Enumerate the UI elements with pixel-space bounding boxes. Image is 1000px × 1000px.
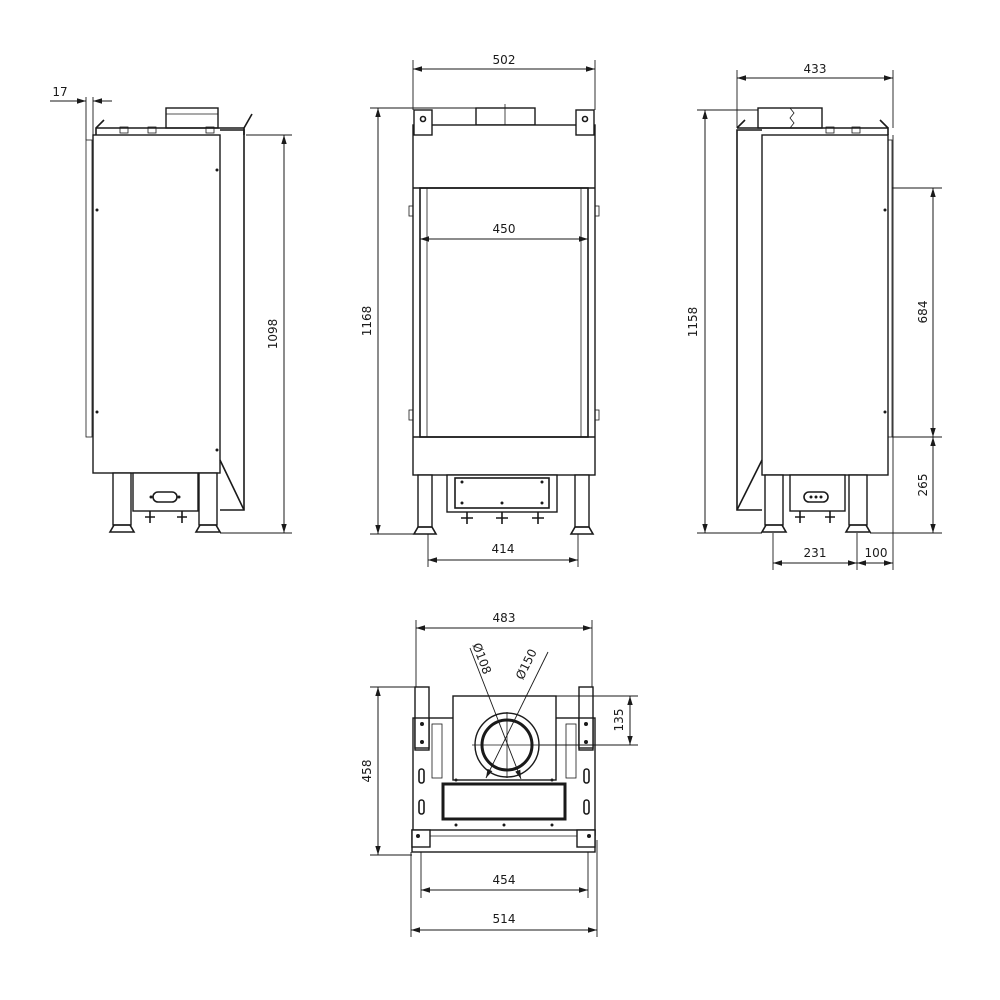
- dim-leg-span-label: 231: [804, 546, 827, 560]
- side-view-left: 17 1098: [50, 85, 292, 534]
- dim-inner-width-label: 454: [493, 873, 516, 887]
- dim-top-width-label: 502: [493, 53, 516, 67]
- dim-flue-inner-label: Ø108: [469, 641, 494, 676]
- top-view: 483 Ø108 Ø150 135 458 454 514: [360, 611, 638, 937]
- dim-base-height-label: 265: [916, 474, 930, 497]
- side-view-right: 433 1158 684 265 231 100: [686, 62, 942, 570]
- dim-depth-label: 458: [360, 760, 374, 783]
- front-view: 502 450 1168 414: [360, 53, 600, 567]
- dim-height-label: 1098: [266, 319, 280, 350]
- dim-height-label: 1158: [686, 307, 700, 338]
- dim-leg-span-label: 414: [492, 542, 515, 556]
- dim-outer-width-label: 514: [493, 912, 516, 926]
- dim-glass-height-label: 684: [916, 301, 930, 324]
- dim-depth-label: 433: [804, 62, 827, 76]
- dim-width-top-label: 483: [493, 611, 516, 625]
- dim-glass-width-label: 450: [493, 222, 516, 236]
- dim-leg-offset-label: 100: [865, 546, 888, 560]
- dim-flue-offset-label: 135: [612, 709, 626, 732]
- dim-offset-label: 17: [52, 85, 67, 99]
- dim-height-label: 1168: [360, 306, 374, 337]
